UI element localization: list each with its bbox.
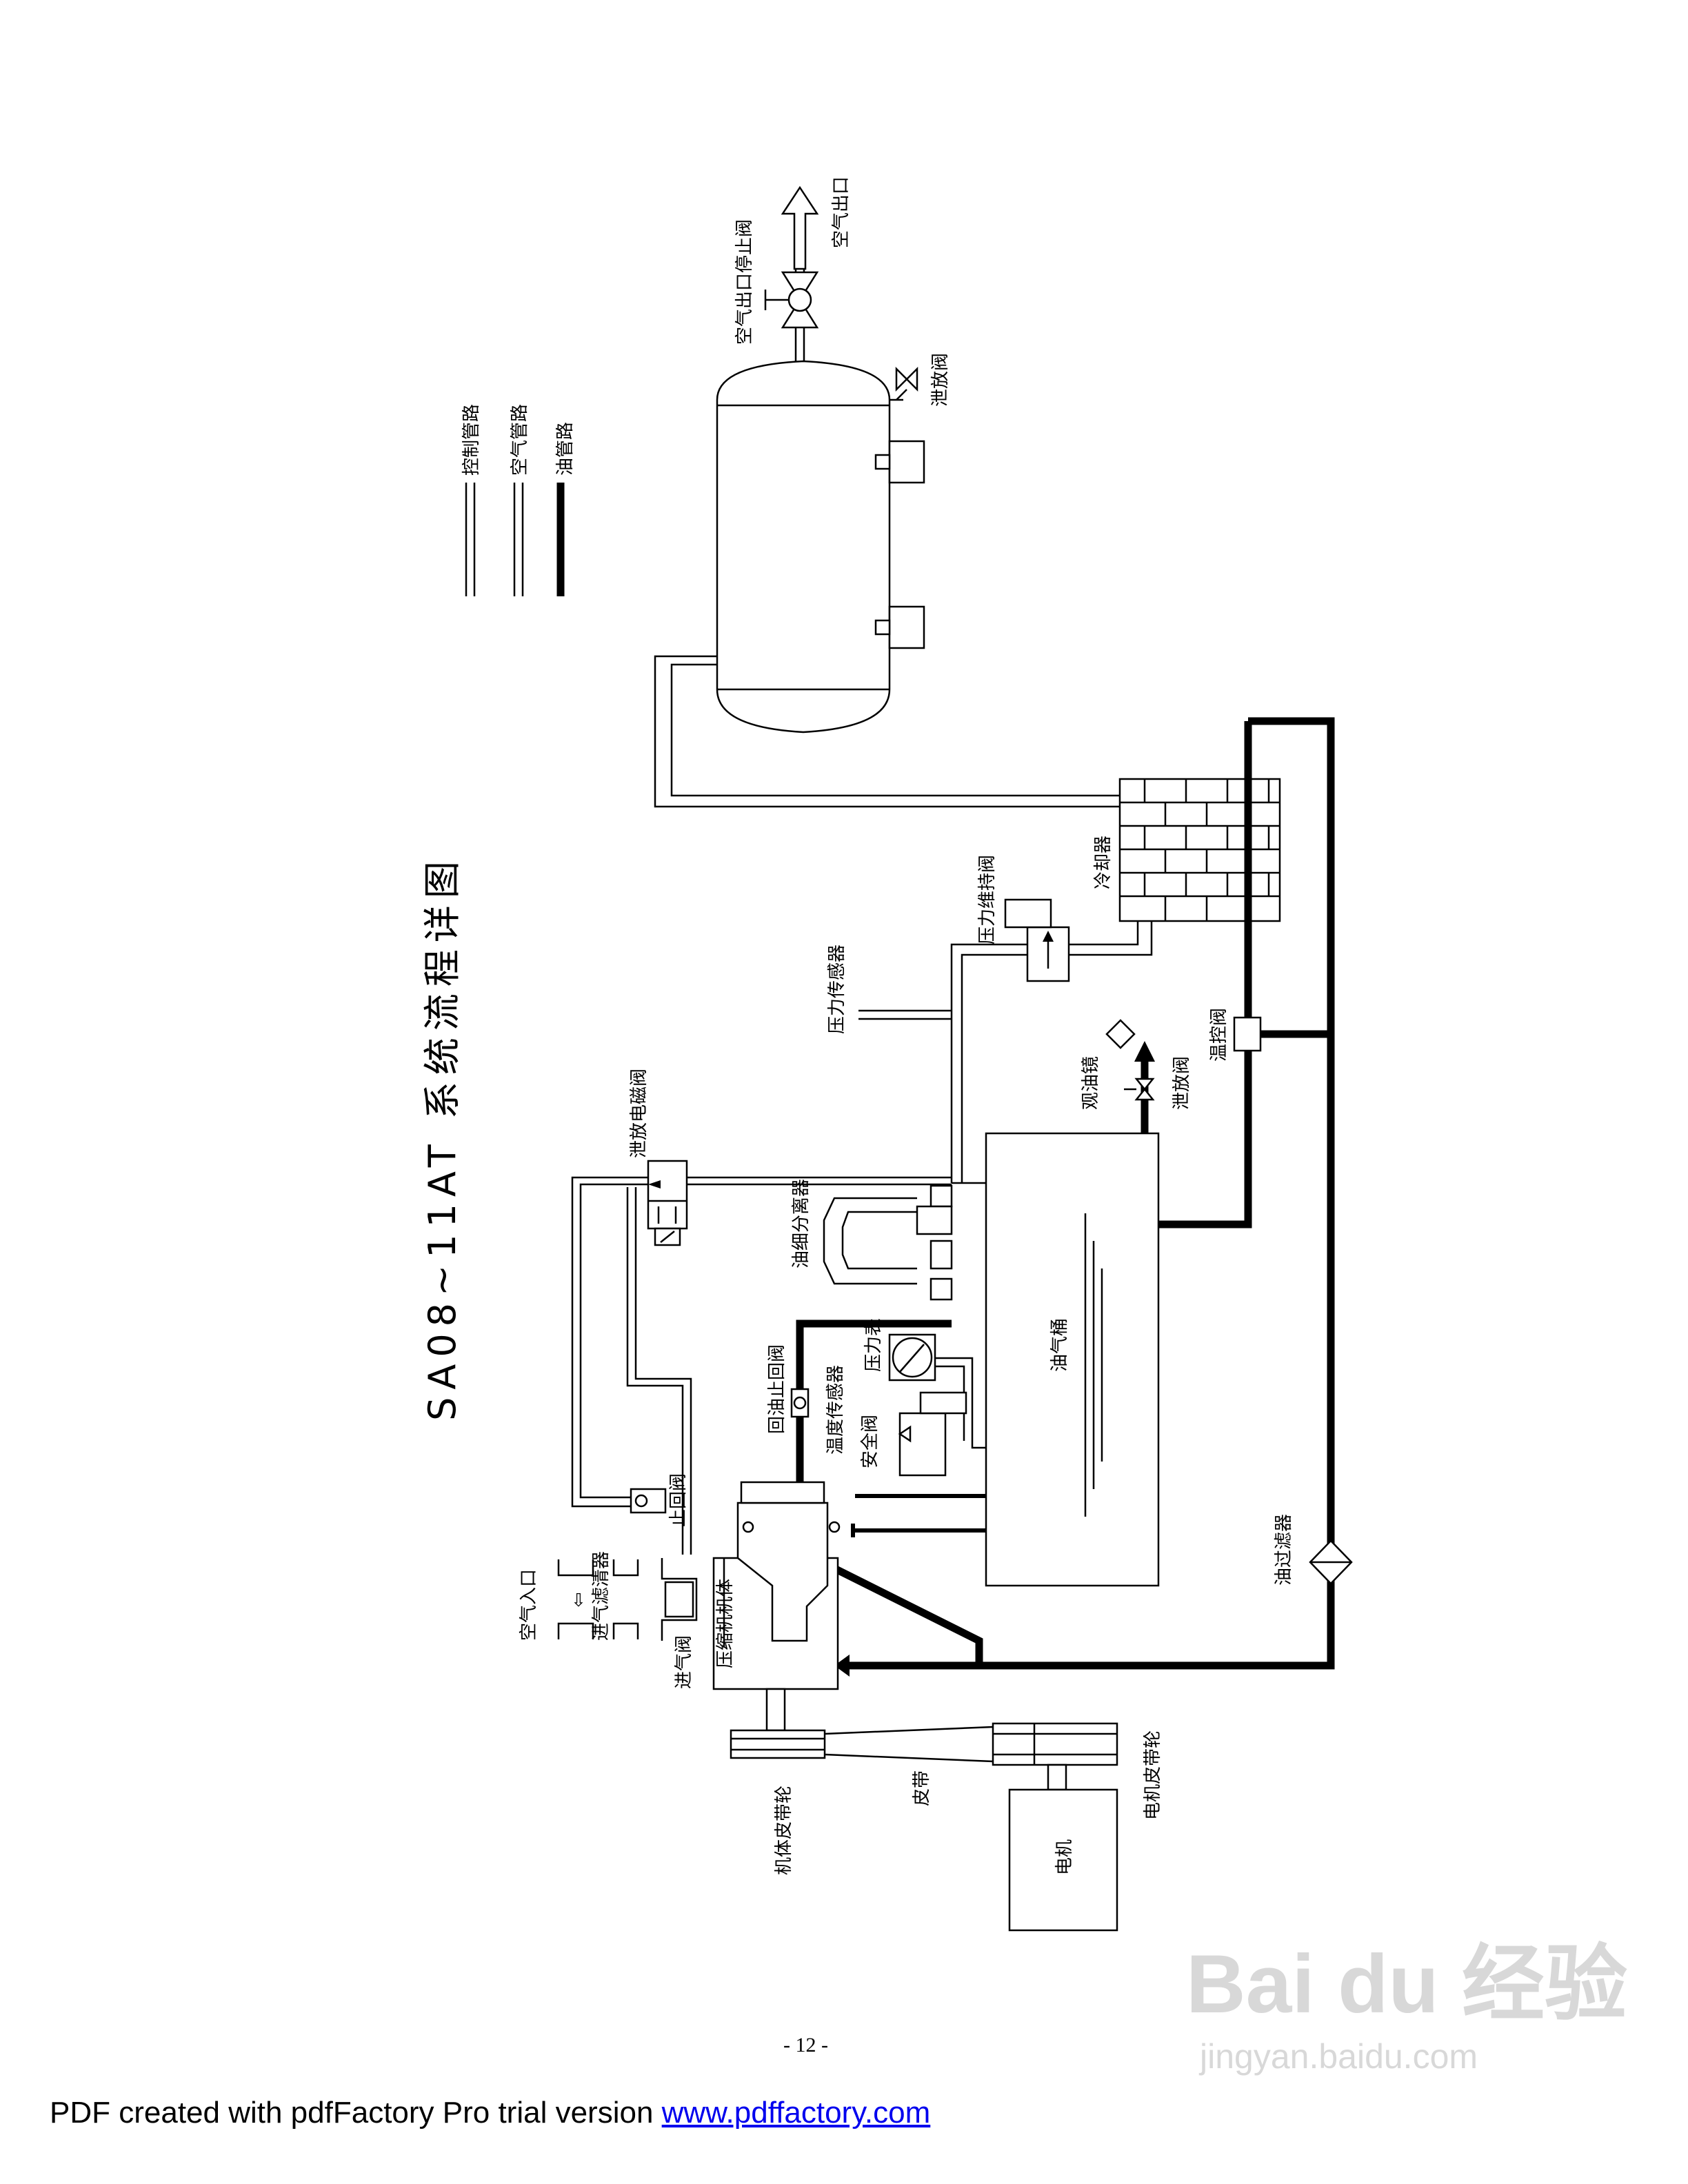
label-pressure-gauge: 压力表 [863, 1318, 884, 1372]
min-pressure-valve-icon[interactable] [1004, 898, 1070, 982]
label-air-outlet: 空气出口 [831, 176, 852, 248]
legend-air-line: 空气管路 [510, 404, 530, 476]
label-oil-tank: 油气桶 [1049, 1318, 1070, 1372]
label-intake-filter: 进气滤清器 [591, 1551, 612, 1641]
sight-glass-icon [1105, 1019, 1136, 1049]
label-air-inlet: 空气入口 [519, 1569, 539, 1641]
baidu-watermark: Bai du 经验 jingyan.baidu.com [1186, 1917, 1627, 2076]
oil-drain-valve-icon[interactable] [1124, 1078, 1155, 1101]
footer-text: PDF created with pdfFactory Pro trial ve… [50, 2096, 662, 2130]
safety-valve-icon [898, 1391, 967, 1477]
label-temperature-sensor: 温度传感器 [825, 1365, 846, 1455]
watermark-main: Bai du 经验 [1186, 1938, 1628, 2030]
air-receiver-tank [716, 360, 925, 734]
label-blowdown-solenoid: 泄放电磁阀 [629, 1069, 650, 1158]
label-oil-drain-valve: 泄放阀 [1172, 1056, 1192, 1110]
air-outlet-stop-valve-icon[interactable] [764, 271, 819, 329]
label-oil-return-check-valve: 回油止回阀 [767, 1344, 787, 1434]
legend-control-line: 控制管路 [461, 404, 482, 476]
motor [1008, 1788, 1118, 1932]
diagram-title: SA08~11AT 系统流程详图 [421, 854, 464, 1421]
label-intake-valve: 进气阀 [674, 1635, 694, 1689]
label-compressor-body: 压缩机机体 [715, 1579, 736, 1668]
label-motor: 电机 [1054, 1839, 1075, 1875]
label-oil-separator: 油细分离器 [791, 1179, 812, 1268]
cooler [1118, 778, 1281, 922]
label-tank-drain-valve: 泄放阀 [930, 353, 951, 407]
label-pressure-sensor: 压力传感器 [827, 944, 847, 1034]
page-number: - 12 - [783, 2034, 828, 2056]
label-belt: 皮带 [912, 1770, 932, 1806]
tank-drain-valve-icon[interactable] [890, 366, 918, 401]
label-min-pressure-valve: 压力维持阀 [977, 855, 998, 944]
label-safety-valve: 安全阀 [860, 1415, 881, 1468]
label-body-pulley: 机体皮带轮 [774, 1786, 794, 1875]
label-air-outlet-stop-valve: 空气出口停止阀 [734, 219, 755, 345]
oil-separator [823, 1184, 953, 1301]
label-motor-pulley: 电机皮带轮 [1143, 1730, 1163, 1820]
watermark-sub: jingyan.baidu.com [1200, 2037, 1478, 2076]
oil-return-check-valve-icon [790, 1388, 810, 1418]
belt-drive [730, 1688, 1118, 1791]
label-check-valve: 止回阀 [668, 1473, 689, 1527]
label-oil-filter: 油过滤器 [1274, 1514, 1294, 1586]
air-inlet-arrow-icon: ⇩ [571, 1590, 586, 1611]
oil-gas-tank [985, 1132, 1160, 1587]
pdf-footer: PDF created with pdfFactory Pro trial ve… [50, 2096, 930, 2130]
compressor-body [712, 1481, 986, 1690]
label-cooler: 冷却器 [1093, 836, 1114, 889]
pressure-gauge-icon [888, 1333, 936, 1382]
intake-filter [557, 1558, 698, 1641]
label-thermostatic-valve: 温控阀 [1209, 1008, 1229, 1062]
footer-link[interactable]: www.pdffactory.com [661, 2096, 931, 2130]
legend: 控制管路 空气管路 油管路 [461, 404, 576, 596]
label-sight-glass: 观油镜 [1081, 1056, 1101, 1110]
check-valve-icon [630, 1488, 667, 1514]
blowdown-solenoid-valve-icon[interactable] [647, 1160, 688, 1246]
air-outlet-arrow-icon [781, 185, 819, 270]
thermostatic-valve-icon[interactable] [1233, 1016, 1262, 1052]
oil-filter-icon [1309, 1539, 1353, 1585]
legend-oil-line: 油管路 [555, 422, 576, 476]
